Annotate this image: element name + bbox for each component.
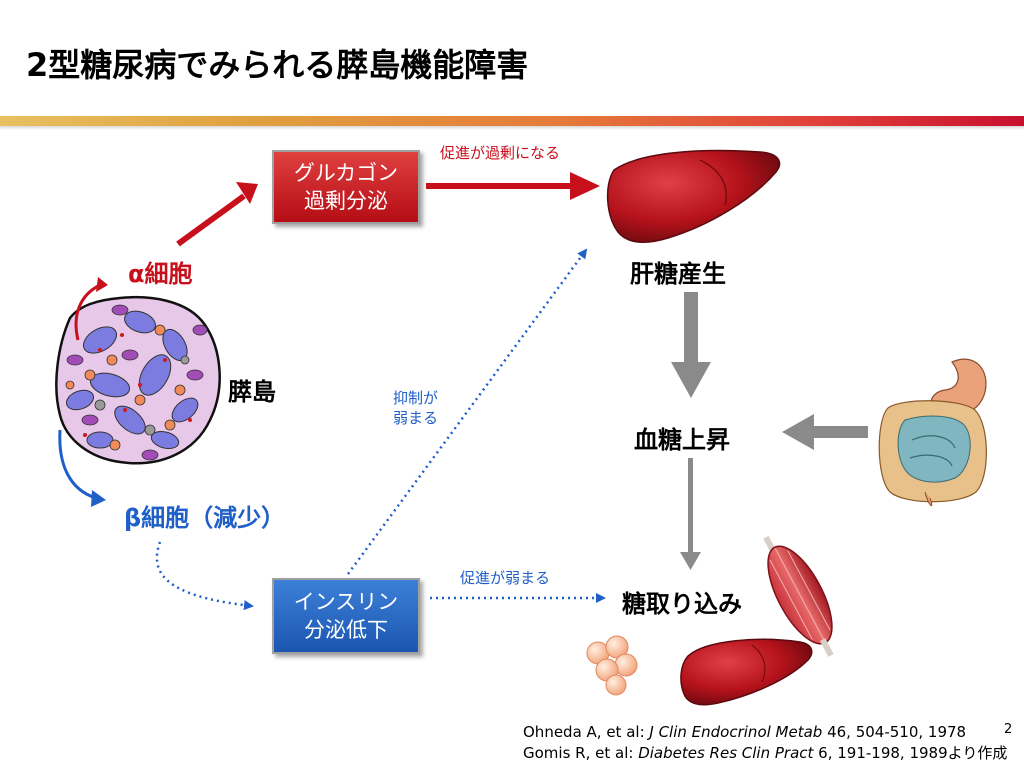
suppression-note-line-1: 抑制が (393, 389, 439, 407)
title-divider (0, 116, 1024, 126)
glucagon-oversecretion-box: グルカゴン 過剰分泌 (272, 150, 420, 224)
citation-1-authors: Ohneda A, et al: (523, 723, 650, 741)
insulin-secretion-decrease-box: インスリン 分泌低下 (272, 578, 420, 654)
citation: Ohneda A, et al: J Clin Endocrinol Metab… (523, 722, 1007, 764)
adipose-cells-illustration (586, 635, 638, 696)
alpha-cell-arrowhead (96, 277, 108, 292)
glucose-to-uptake-arrowhead (680, 552, 701, 570)
liver-lobe-line (699, 159, 727, 206)
insulin-box-line-1: インスリン (293, 590, 399, 614)
citation-line-2: Gomis R, et al: Diabetes Res Clin Pract … (523, 743, 1007, 764)
citation-1-journal: J Clin Endocrinol Metab (649, 723, 823, 741)
alpha-to-glucagon-arrowhead (236, 182, 258, 204)
pancreatic-islet-illustration (55, 296, 221, 465)
citation-1-rest: 46, 504-510, 1978 (822, 723, 967, 741)
liver-illustration (606, 149, 781, 244)
citation-line-1: Ohneda A, et al: J Clin Endocrinol Metab… (523, 722, 1007, 743)
glucagon-box-line-1: グルカゴン (293, 161, 399, 185)
intestine-to-glucose-arrowhead (782, 414, 814, 450)
beta-cell-label: β細胞（減少） (124, 504, 286, 532)
hepatic-to-glucose-arrowhead (671, 362, 711, 398)
glucose-uptake-label: 糖取り込み (622, 590, 742, 618)
glucagon-to-liver-arrowhead (570, 172, 600, 200)
alpha-cell-arrow (74, 283, 101, 341)
insulin-to-liver-arrow (346, 248, 588, 575)
title-divider-shadow (0, 126, 1024, 130)
page-number: 2 (1004, 722, 1013, 737)
glucose-to-uptake-arrow (688, 458, 693, 556)
hepatic-glucose-production-label: 肝糖産生 (630, 260, 726, 288)
citation-2-journal: Diabetes Res Clin Pract (638, 744, 814, 762)
beta-cells (65, 310, 199, 450)
hepatic-to-glucose-arrow (684, 292, 698, 364)
suppression-weaken-note: 抑制が 弱まる (393, 388, 438, 428)
digestive-tract-illustration (878, 358, 987, 507)
citation-2-rest: 6, 191-198, 1989より作成 (813, 744, 1008, 762)
islet-label: 膵島 (228, 378, 276, 406)
beta-cell-arrow (58, 429, 97, 500)
promote-excess-note: 促進が過剰になる (440, 144, 561, 162)
other-cells (65, 324, 192, 451)
beta-to-insulin-arrow (155, 541, 254, 611)
alpha-cells (66, 304, 208, 461)
insulin-box-line-2: 分泌低下 (304, 618, 388, 642)
blood-glucose-rise-label: 血糖上昇 (634, 426, 730, 454)
glucagon-box-line-2: 過剰分泌 (304, 189, 388, 213)
citation-2-authors: Gomis R, et al: (523, 744, 639, 762)
liver-illustration-small (680, 638, 813, 706)
page-title: 2型糖尿病でみられる膵島機能障害 (26, 46, 529, 84)
beta-cell-arrowhead (91, 490, 106, 507)
liver-small-lobe-line (751, 644, 766, 683)
promote-weaken-note: 促進が弱まる (460, 569, 551, 587)
suppression-note-line-2: 弱まる (393, 409, 439, 427)
muscle-illustration (763, 535, 834, 657)
alpha-to-glucagon-arrow (176, 193, 246, 247)
intestine-to-glucose-arrow (812, 426, 868, 438)
alpha-cell-label: α細胞 (128, 260, 193, 288)
